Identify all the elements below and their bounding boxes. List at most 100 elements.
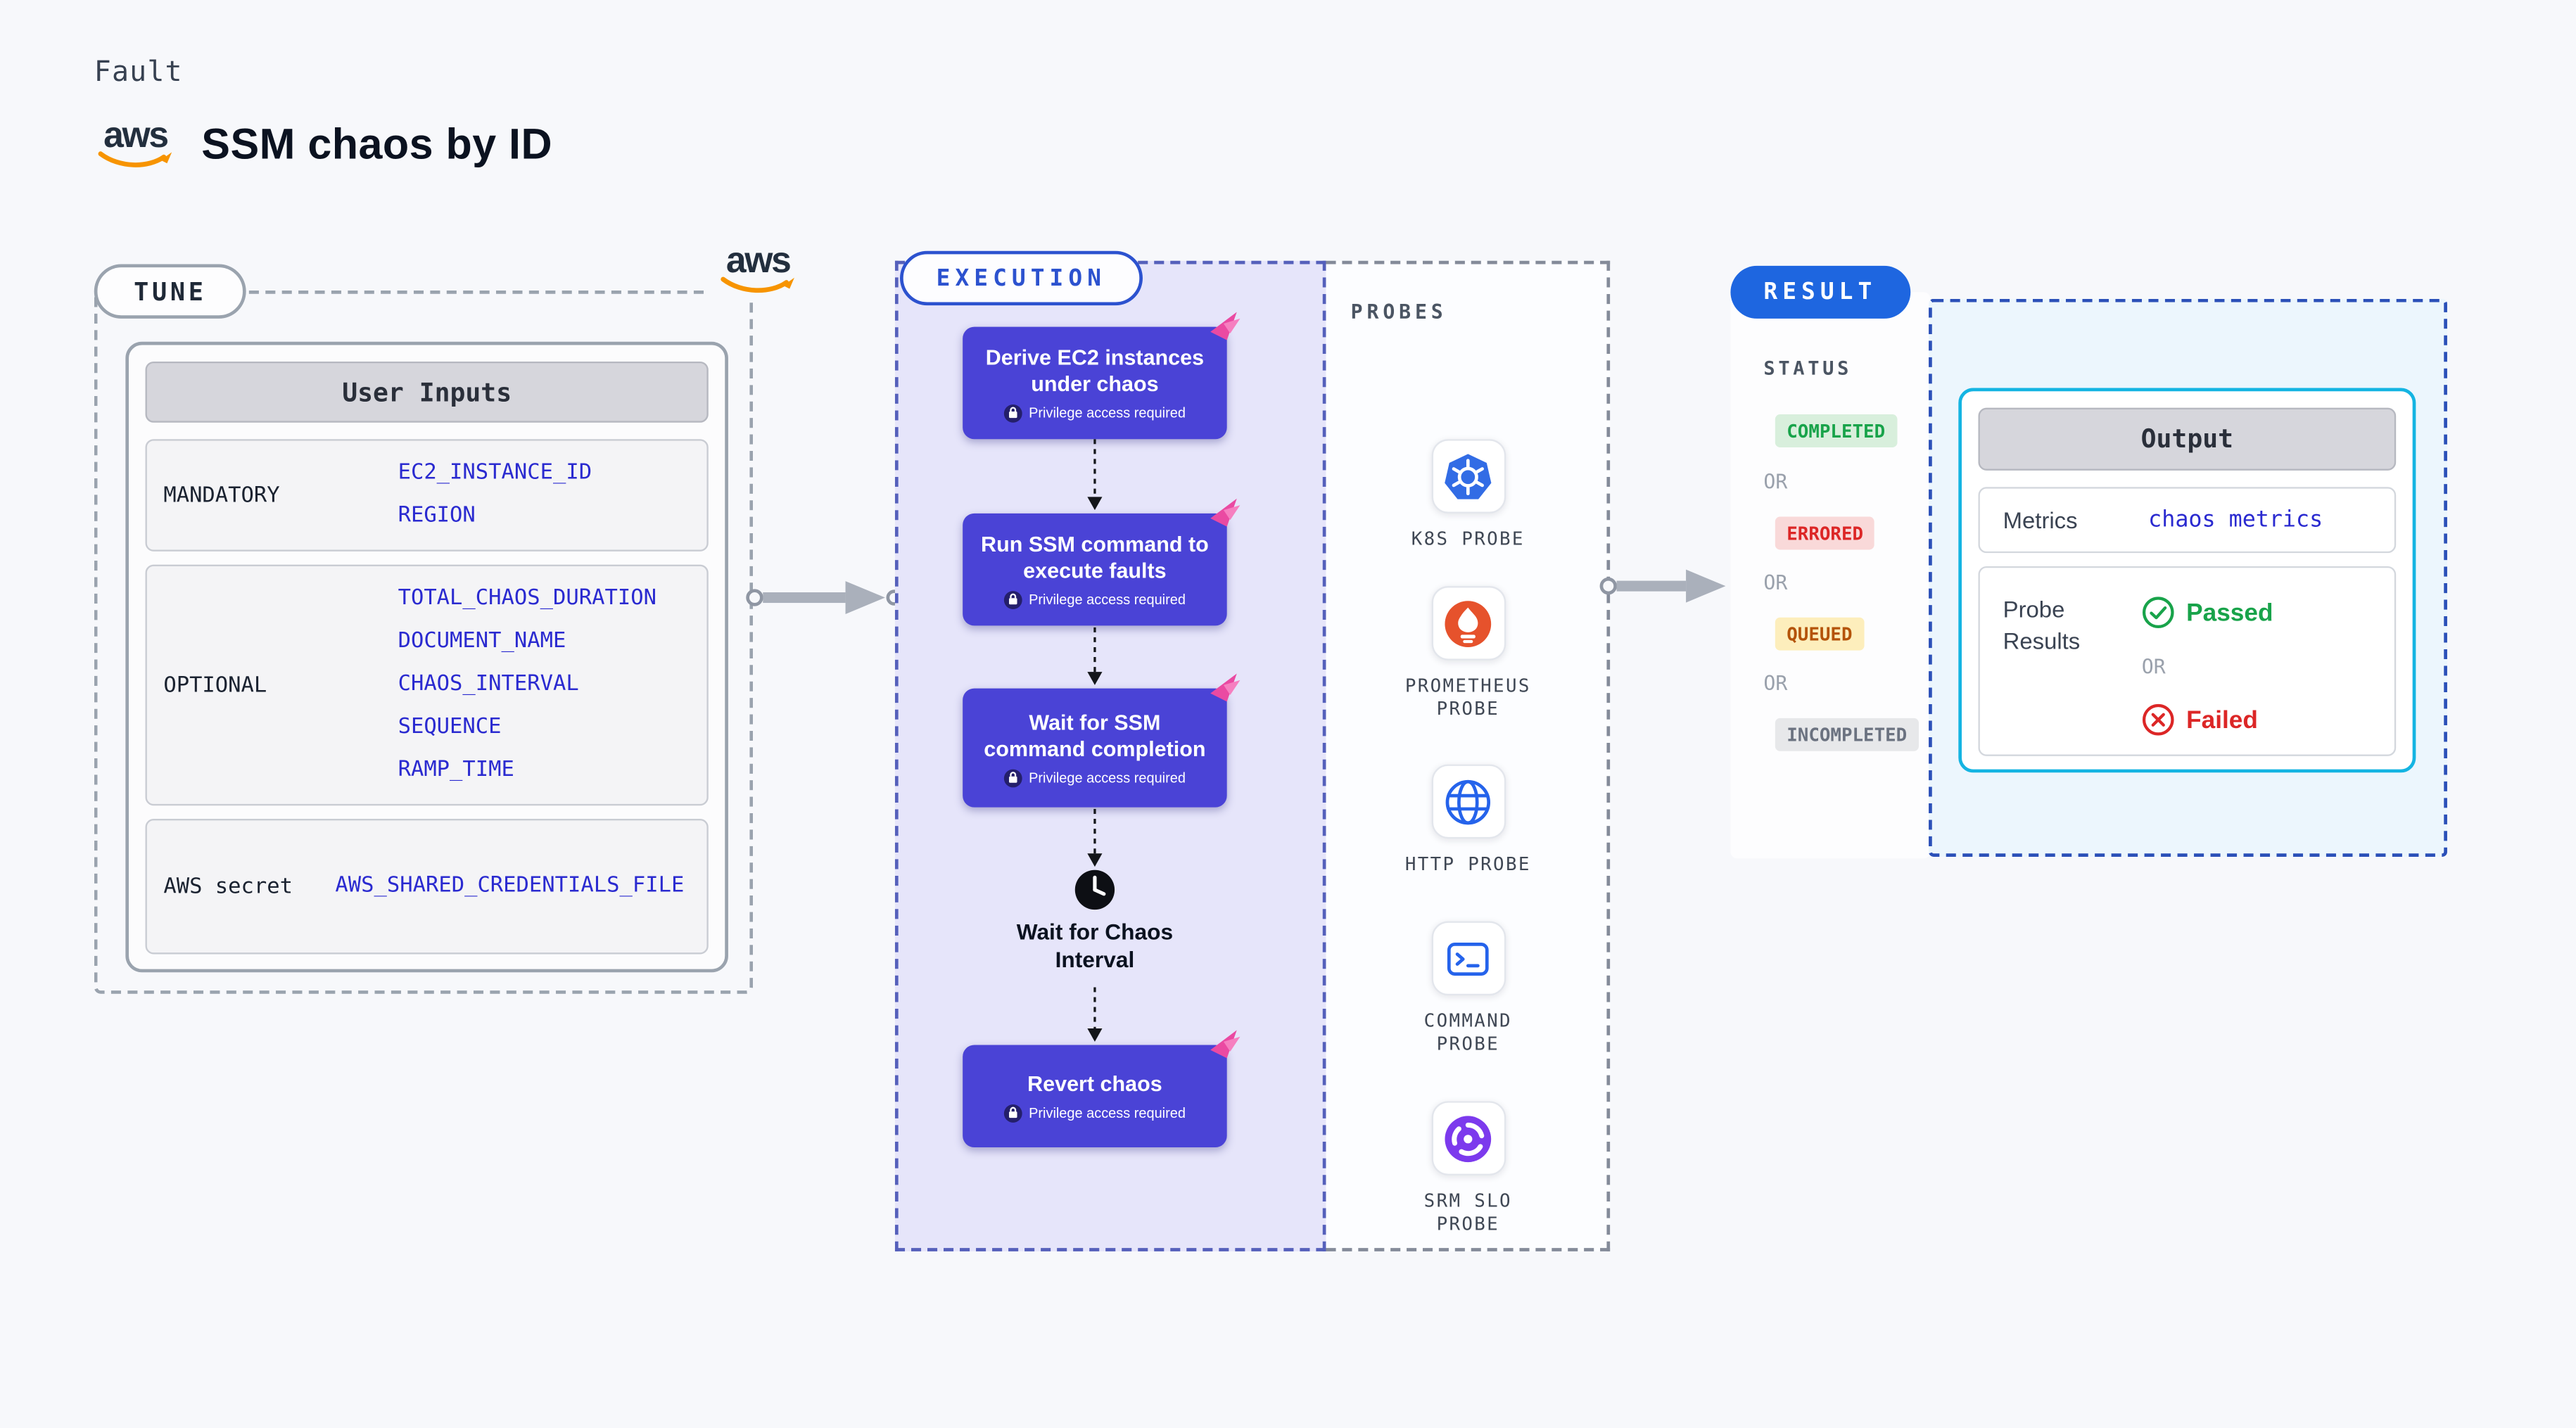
prometheus-icon (1430, 586, 1506, 661)
probe-label: SRM SLO PROBE (1423, 1190, 1512, 1235)
aws-swoosh-icon (98, 151, 172, 167)
privilege-badge: Privilege access required (1003, 403, 1186, 422)
probe-srm-slo: SRM SLO PROBE (1326, 1101, 1610, 1236)
kubernetes-icon (1430, 439, 1506, 514)
step-wait-ssm-completion: Wait for SSM command completion Privileg… (963, 673, 1241, 808)
passed-label: Passed (2186, 598, 2273, 627)
table-row-optional: OPTIONAL TOTAL_CHAOS_DURATION DOCUMENT_N… (145, 564, 709, 806)
chaos-metrics-link[interactable]: chaos metrics (2148, 506, 2323, 534)
lock-icon (1003, 1103, 1022, 1122)
user-inputs-table: User Inputs MANDATORY EC2_INSTANCE_ID RE… (125, 341, 728, 973)
privilege-badge-label: Privilege access required (1029, 591, 1186, 608)
lock-icon (1003, 768, 1022, 787)
output-card: Output Metrics chaos metrics Probe Resul… (1958, 388, 2416, 773)
row-label: AWS secret (163, 874, 293, 899)
tune-aws-logo: aws (706, 241, 809, 299)
metrics-label: Metrics (2003, 506, 2078, 534)
user-inputs-header: User Inputs (145, 361, 709, 423)
probe-results-row: Probe Results Passed OR Failed (1978, 566, 2397, 756)
probe-k8s: K8S PROBE (1326, 439, 1610, 552)
probe-label: HTTP PROBE (1404, 853, 1531, 875)
flow-arrow-execution-to-result (1599, 569, 1726, 603)
globe-icon (1430, 764, 1506, 839)
status-heading: STATUS (1763, 356, 1853, 380)
table-row-mandatory: MANDATORY EC2_INSTANCE_ID REGION (145, 439, 709, 552)
or-separator: OR (1763, 672, 1788, 696)
chaos-icon (1210, 498, 1241, 527)
status-panel (1730, 292, 1931, 859)
or-separator: OR (2141, 655, 2166, 679)
flow-connector (1087, 808, 1103, 867)
row-values: EC2_INSTANCE_ID REGION (398, 452, 592, 538)
privilege-badge: Privilege access required (1003, 1103, 1186, 1122)
probe-command: COMMAND PROBE (1326, 921, 1610, 1057)
privilege-badge-label: Privilege access required (1029, 1104, 1186, 1121)
tune-section (94, 291, 754, 994)
step-title: Wait for SSM command completion (984, 708, 1206, 760)
chaos-icon (1210, 1030, 1241, 1059)
input-value: CHAOS_INTERVAL (398, 672, 579, 697)
input-value: RAMP_TIME (398, 758, 514, 783)
flow-connector (1087, 439, 1103, 511)
step-title: Derive EC2 instances under chaos (985, 344, 1205, 396)
clock-icon (1074, 869, 1115, 910)
probes-section (1326, 260, 1611, 1251)
chaos-icon (1210, 673, 1241, 702)
input-value: EC2_INSTANCE_ID (398, 460, 592, 485)
fault-kicker: Fault (94, 56, 183, 89)
result-pill: RESULT (1730, 265, 1910, 319)
cross-icon (2142, 703, 2174, 736)
failed-label: Failed (2186, 706, 2258, 734)
input-value: TOTAL_CHAOS_DURATION (398, 586, 656, 611)
metrics-row: Metrics chaos metrics (1978, 487, 2397, 554)
step-derive-ec2-instances: Derive EC2 instances under chaos Privile… (963, 312, 1241, 440)
status-badge-incompleted: INCOMPLETED (1775, 718, 1919, 751)
input-value: SEQUENCE (398, 715, 502, 740)
probe-prometheus: PROMETHEUS PROBE (1326, 586, 1610, 721)
status-badge-errored: ERRORED (1775, 516, 1875, 550)
aws-logo: aws (94, 113, 177, 170)
input-value: REGION (398, 503, 476, 528)
probe-http: HTTP PROBE (1326, 764, 1610, 877)
wait-for-chaos-interval-label: Wait for Chaos Interval (1016, 919, 1174, 973)
status-badge-queued: QUEUED (1775, 617, 1864, 651)
privilege-badge: Privilege access required (1003, 589, 1186, 608)
step-revert-chaos: Revert chaos Privilege access required (963, 1030, 1241, 1148)
flow-connector (1087, 987, 1103, 1042)
privilege-badge-label: Privilege access required (1029, 769, 1186, 786)
row-label: OPTIONAL (163, 672, 267, 698)
probe-result-failed: Failed (2142, 703, 2258, 737)
table-row-aws-secret: AWS secret AWS_SHARED_CREDENTIALS_FILE (145, 819, 709, 955)
probe-label: K8S PROBE (1411, 528, 1525, 550)
step-run-ssm-command: Run SSM command to execute faults Privil… (963, 498, 1241, 626)
or-separator: OR (1763, 470, 1788, 494)
step-title: Revert chaos (1027, 1070, 1162, 1096)
chaos-icon (1210, 312, 1241, 340)
row-label: MANDATORY (163, 483, 280, 508)
probe-result-passed: Passed (2142, 596, 2273, 629)
probe-label: COMMAND PROBE (1423, 1010, 1512, 1055)
or-separator: OR (1763, 570, 1788, 594)
page-title: SSM chaos by ID (201, 118, 553, 169)
aws-logo-text: aws (725, 239, 792, 281)
flow-arrow-tune-to-execution (746, 581, 902, 615)
output-header: Output (1978, 407, 2397, 471)
input-value: DOCUMENT_NAME (398, 629, 566, 654)
input-value: AWS_SHARED_CREDENTIALS_FILE (335, 873, 685, 898)
lock-icon (1003, 589, 1022, 608)
privilege-badge: Privilege access required (1003, 768, 1186, 787)
lock-icon (1003, 403, 1022, 422)
execution-pill: EXECUTION (900, 250, 1143, 306)
srm-slo-icon (1430, 1101, 1506, 1175)
probes-heading: PROBES (1350, 300, 1447, 324)
tune-pill: TUNE (94, 264, 246, 319)
title-row: aws SSM chaos by ID (94, 113, 553, 170)
privilege-badge-label: Privilege access required (1029, 404, 1186, 421)
probe-results-label: Probe Results (2003, 596, 2081, 654)
step-title: Run SSM command to execute faults (981, 530, 1209, 582)
flow-connector (1087, 627, 1103, 685)
probe-label: PROMETHEUS PROBE (1404, 675, 1531, 720)
aws-swoosh-icon (721, 276, 794, 293)
aws-logo-text: aws (103, 113, 169, 155)
